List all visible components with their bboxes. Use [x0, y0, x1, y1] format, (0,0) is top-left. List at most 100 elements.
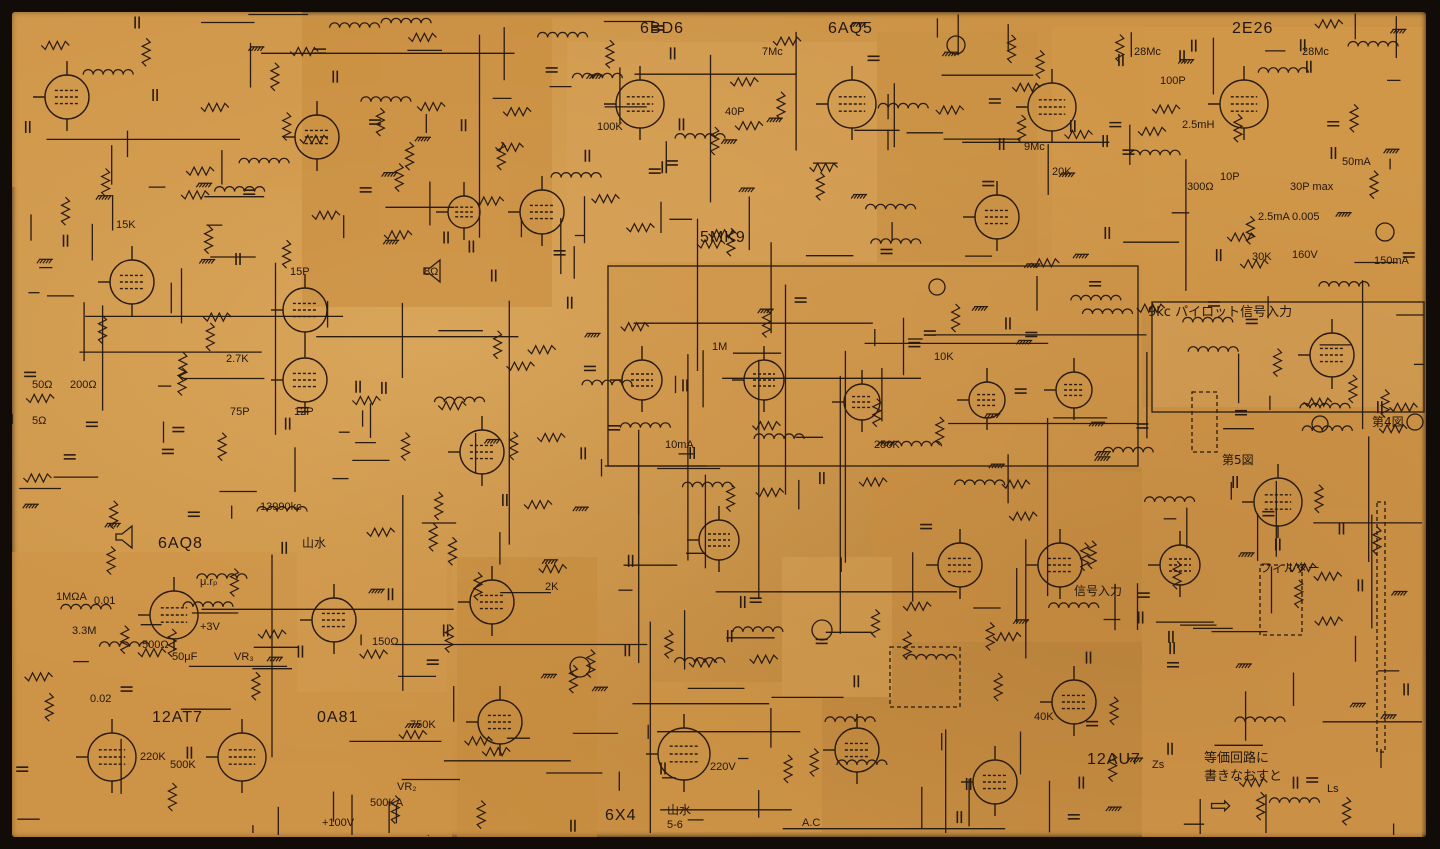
ground-hatch [591, 686, 596, 692]
ground-hatch [36, 258, 41, 264]
resistor [203, 225, 214, 255]
ground-hatch [1189, 59, 1194, 64]
ground-hatch [726, 139, 731, 145]
ground-hatch [586, 74, 591, 80]
resistor [389, 795, 401, 825]
ground-hatch [1383, 714, 1388, 720]
tube-label-0a81: 0A81 [317, 709, 359, 726]
shield-box [1191, 391, 1218, 453]
ground-hatch [1100, 456, 1105, 462]
ground-hatch [1361, 702, 1366, 708]
ground-hatch [107, 195, 112, 201]
ground-hatch [483, 439, 488, 444]
grounds [22, 22, 1408, 812]
freq-label-7mc: 7Mc [762, 46, 783, 58]
redraw-label: 書きなおすと [1204, 769, 1283, 784]
resistor [708, 228, 738, 240]
resistor [950, 303, 961, 333]
tube-label-6aq5: 6AQ5 [828, 20, 873, 37]
resistor [984, 621, 996, 651]
component-label: 500K [170, 759, 196, 771]
resistor [709, 126, 721, 156]
ground-hatch [723, 139, 728, 145]
ground-hatch [1247, 552, 1252, 558]
ground-hatch [1117, 806, 1122, 812]
ground-hatch [950, 51, 955, 57]
ground-hatch [1024, 340, 1029, 345]
ground-hatch [766, 117, 771, 123]
ground-hatch [1395, 148, 1400, 154]
brand-label-sansui-a: 山水 [302, 536, 327, 550]
ground-hatch [862, 194, 867, 199]
coil [182, 601, 234, 607]
resistor [808, 748, 820, 777]
ground-hatch [547, 559, 552, 565]
freq-label-28mc-a: 28Mc [1134, 46, 1161, 58]
resistor [506, 360, 535, 372]
ground-hatch [393, 172, 398, 177]
coils [60, 17, 1399, 803]
component-label: 12P [294, 406, 314, 418]
component-label: +100V [322, 817, 355, 829]
ground-hatch [1021, 340, 1026, 345]
resistor [536, 432, 566, 443]
resistor [1238, 777, 1268, 788]
ground-hatch [259, 46, 264, 52]
component-label: 250K [874, 439, 900, 451]
ground-hatch [385, 239, 390, 245]
resistor [427, 522, 439, 552]
ground-hatch [1380, 714, 1385, 720]
component-label: VR₂ [397, 781, 417, 793]
ground-hatch [986, 413, 991, 419]
ground-hatch [549, 673, 554, 679]
ground-hatch [107, 523, 112, 528]
ground-hatch [540, 673, 545, 679]
ground-hatch [1347, 212, 1352, 217]
component-label: Zs [1152, 759, 1165, 771]
meter-icon [1406, 413, 1424, 431]
speaker-icon [423, 258, 441, 284]
coil [1347, 40, 1399, 47]
resistor [359, 648, 389, 660]
ground-hatch [1018, 340, 1023, 345]
tube-label-5mk9: 5MK9 [700, 229, 746, 246]
component-label: 30K [1252, 251, 1272, 263]
ground-hatch [760, 308, 765, 314]
resistor [1368, 170, 1380, 200]
tube-label-12at7: 12AT7 [152, 709, 203, 726]
resistor [60, 196, 71, 226]
resistor [311, 209, 341, 221]
ground-hatch [417, 136, 422, 142]
ground-hatch [590, 333, 595, 338]
resistor [729, 76, 759, 88]
ground-hatch [207, 259, 212, 264]
resistor [1347, 374, 1359, 404]
ground-hatch [278, 656, 283, 662]
ground-hatch [1250, 552, 1255, 558]
component-label: 5-6 [667, 819, 683, 831]
ground-hatch [198, 182, 203, 188]
resistor [481, 746, 511, 757]
ground-hatch [744, 187, 749, 193]
ground-hatch [596, 333, 601, 338]
ground-hatch [889, 441, 894, 447]
ground-hatch [31, 503, 36, 509]
ground-hatch [1392, 714, 1397, 720]
ground-hatch [410, 723, 415, 729]
resistor [492, 330, 503, 360]
resistor [809, 162, 839, 173]
resistor [1226, 231, 1256, 243]
resistor [1313, 570, 1343, 582]
resistor [772, 35, 802, 47]
resistor [725, 483, 736, 513]
ground-hatch [1111, 806, 1116, 812]
ground-hatch [1355, 702, 1360, 708]
resistor [663, 629, 675, 659]
coil [571, 72, 623, 79]
ground-hatch [1088, 421, 1093, 427]
component-label: 8Ω [424, 266, 439, 278]
component-label: 10P [1220, 171, 1240, 183]
ground-hatch [250, 46, 255, 52]
coil [732, 626, 784, 632]
ground-hatch [1400, 591, 1404, 596]
